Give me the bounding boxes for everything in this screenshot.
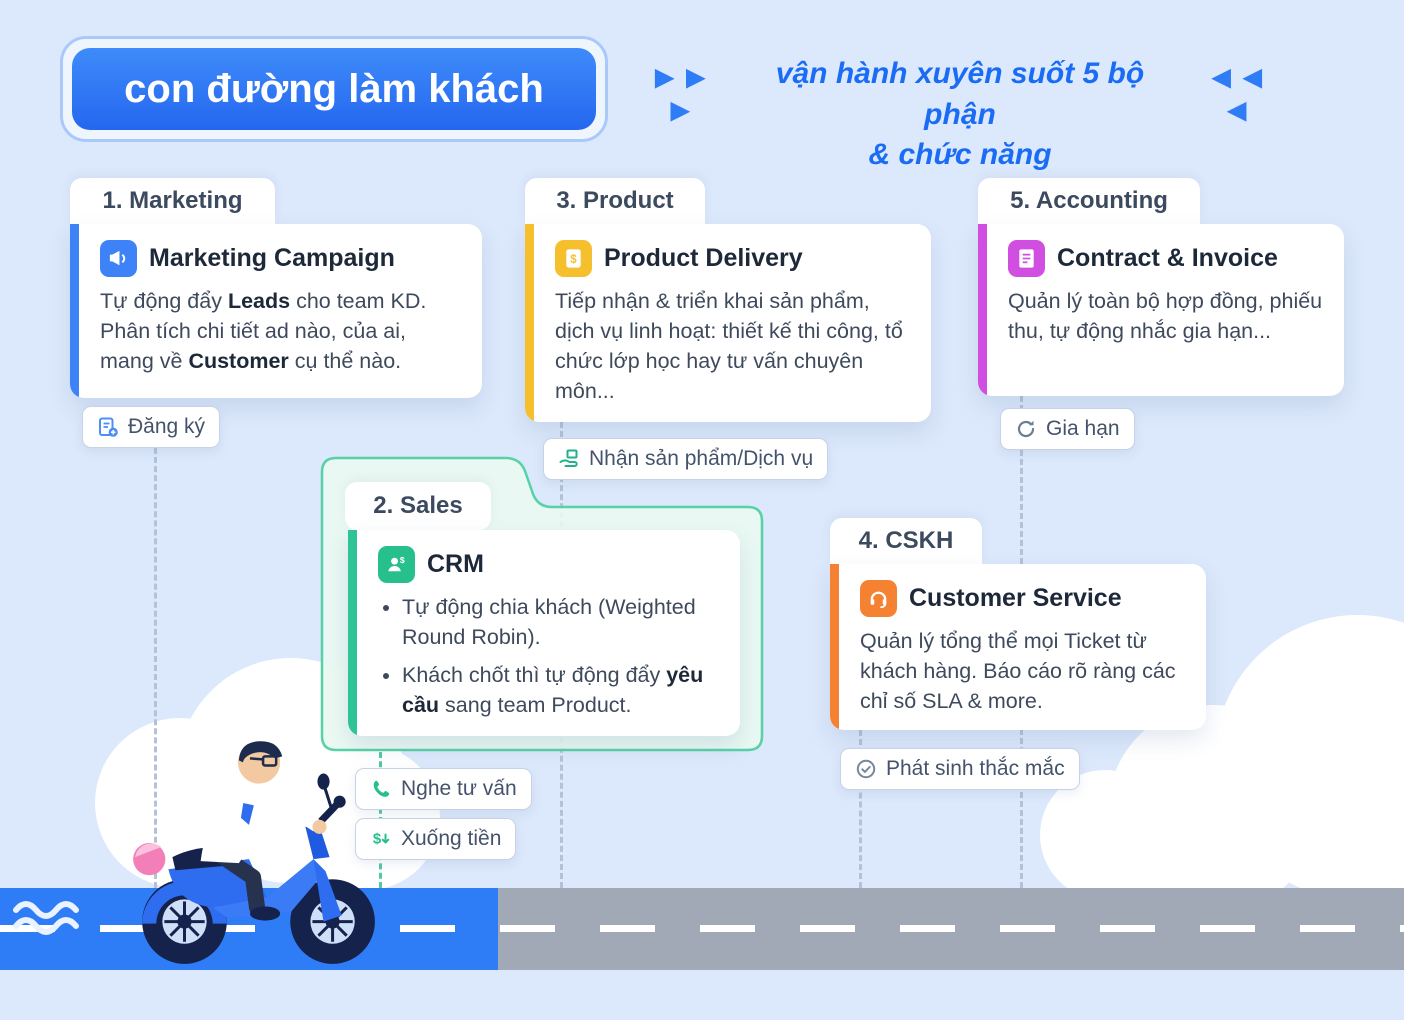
card-marketing: Marketing Campaign Tự động đẩy Leads cho… xyxy=(70,224,482,398)
accent-bar xyxy=(348,530,357,736)
road-center-line xyxy=(0,925,1404,932)
contract-document-icon xyxy=(1008,240,1045,277)
card-sales: $ CRM Tự động chia khách (Weighted Round… xyxy=(348,530,740,736)
action-nghe-tu-van: Nghe tư vấn xyxy=(355,768,532,810)
card-description: Quản lý toàn bộ hợp đồng, phiếu thu, tự … xyxy=(1008,289,1323,344)
left-arrows-icon: ◀ ◀ ◀ xyxy=(1212,64,1265,124)
headset-icon xyxy=(860,580,897,617)
action-phat-sinh-thac-mac: Phát sinh thắc mắc xyxy=(840,748,1080,790)
cloud xyxy=(1040,770,1170,900)
crm-user-dollar-icon: $ xyxy=(378,546,415,583)
card-title: Contract & Invoice xyxy=(1057,244,1278,272)
register-document-icon xyxy=(99,417,118,437)
connector-marketing xyxy=(154,448,157,888)
phone-icon xyxy=(373,780,390,797)
tab-cskh: 4. CSKH xyxy=(830,518,982,564)
accent-bar xyxy=(978,224,987,396)
title-banner: con đường làm khách xyxy=(60,36,608,142)
action-xuong-tien: $ Xuống tiền xyxy=(355,818,517,860)
money-down-icon: $ xyxy=(373,831,390,848)
svg-text:$: $ xyxy=(373,831,382,848)
svg-text:$: $ xyxy=(400,555,405,565)
card-accounting: Contract & Invoice Quản lý toàn bộ hợp đ… xyxy=(978,224,1344,396)
right-arrows-icon: ▶ ▶ ▶ xyxy=(655,64,708,124)
action-label: Phát sinh thắc mắc xyxy=(886,757,1065,780)
bullet-item: Tự động chia khách (Weighted Round Robin… xyxy=(402,592,720,652)
card-title: Marketing Campaign xyxy=(149,244,395,272)
card-description: Tiếp nhận & triển khai sản phẩm, dịch vụ… xyxy=(555,289,903,404)
action-gia-han: Gia hạn xyxy=(1000,408,1135,450)
invoice-dollar-icon: $ xyxy=(555,240,592,277)
action-label: Gia hạn xyxy=(1046,417,1120,440)
tab-product: 3. Product xyxy=(525,178,705,224)
subtitle-line2: & chức năng xyxy=(868,138,1052,171)
subtitle: ▶ ▶ ▶ vận hành xuyên suốt 5 bộ phận ◀ ◀ … xyxy=(640,54,1280,176)
action-label: Nhận sản phẩm/Dịch vụ xyxy=(589,447,814,470)
action-label: Đăng ký xyxy=(128,415,206,438)
tab-marketing: 1. Marketing xyxy=(70,178,275,224)
hand-receive-icon xyxy=(559,449,578,467)
card-product: $ Product Delivery Tiếp nhận & triển kha… xyxy=(525,224,931,422)
accent-bar xyxy=(525,224,534,422)
check-circle-icon xyxy=(856,759,876,779)
tab-sales: 2. Sales xyxy=(345,482,491,530)
scooter-rider-illustration xyxy=(133,741,375,964)
renew-icon xyxy=(1017,420,1035,438)
card-description: Tự động đẩy Leads cho team KD. Phân tích… xyxy=(100,289,427,374)
accent-bar xyxy=(830,564,839,730)
action-label: Nghe tư vấn xyxy=(401,777,517,800)
card-title: Customer Service xyxy=(909,584,1122,612)
tab-accounting: 5. Accounting xyxy=(978,178,1200,224)
action-nhan-san-pham: Nhận sản phẩm/Dịch vụ xyxy=(543,438,829,480)
card-description: Quản lý tổng thể mọi Ticket từ khách hàn… xyxy=(860,629,1176,714)
subtitle-line1: vận hành xuyên suốt 5 bộ phận xyxy=(775,57,1145,131)
megaphone-icon xyxy=(100,240,137,277)
card-cskh: Customer Service Quản lý tổng thể mọi Ti… xyxy=(830,564,1206,730)
card-bullet-list: Tự động chia khách (Weighted Round Robin… xyxy=(378,592,720,720)
bullet-item: Khách chốt thì tự động đẩy yêu cầu sang … xyxy=(402,660,720,720)
card-title: CRM xyxy=(427,550,484,578)
action-label: Xuống tiền xyxy=(401,827,502,850)
page-title: con đường làm khách xyxy=(72,48,596,130)
svg-text:$: $ xyxy=(570,254,577,266)
accent-bar xyxy=(70,224,79,398)
action-dang-ky: Đăng ký xyxy=(82,406,221,448)
card-title: Product Delivery xyxy=(604,244,803,272)
connector-cskh xyxy=(859,730,862,888)
wave-decoration-icon xyxy=(13,901,79,935)
